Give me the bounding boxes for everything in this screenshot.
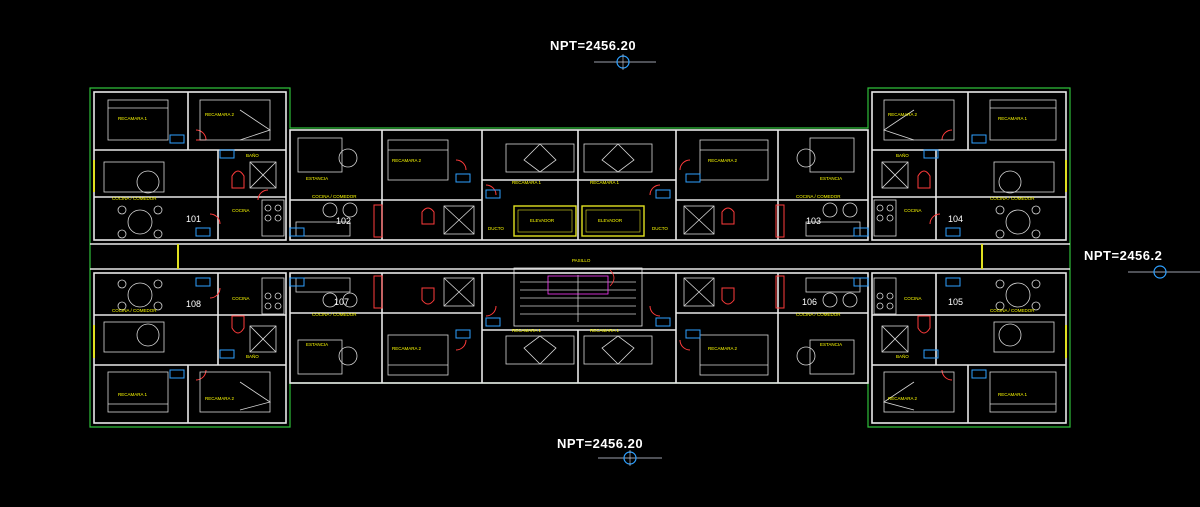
furniture-living [103,137,1055,375]
bathroom-fixtures [249,161,909,353]
unit-108: 108 [186,299,201,309]
label-recamara-103: RECAMARA 2 [708,158,738,163]
label-cocina-108: COCINA [232,296,250,301]
label-ducto-a: DUCTO [488,226,504,231]
label-comedor-103: COCINA / COMEDOR [796,194,841,199]
label-ducto-b: DUCTO [652,226,668,231]
label-estancia-106: ESTANCIA [820,342,842,347]
furniture-beds [107,99,1057,413]
label-recamara-106: RECAMARA 2 [708,346,738,351]
label-comedor-a: COCINA / COMEDOR [112,196,157,201]
kitchens [261,199,897,315]
label-recamara1-108: RECAMARA 1 [118,392,148,397]
label-cocina-104: COCINA [904,208,922,213]
label-recamara2-105: RECAMARA 2 [888,396,918,401]
label-comedor-105: COCINA / COMEDOR [990,308,1035,313]
label-comedor-106: COCINA / COMEDOR [796,312,841,317]
label-recamara-102: RECAMARA 2 [392,158,422,163]
label-bano-a: BAÑO [246,152,259,158]
label-bano-104: BAÑO [896,152,909,158]
label-cocina-105: COCINA [904,296,922,301]
level-label-top: NPT=2456.20 [550,38,637,53]
room-labels: RECAMARA 1 RECAMARA 2 COCINA / COMEDOR C… [112,112,1035,401]
unit-104: 104 [948,214,963,224]
section-markers [169,134,987,379]
walls [90,91,1070,424]
unit-105: 105 [948,297,963,307]
label-cocina-a: COCINA [232,208,250,213]
label-bano-105: BAÑO [896,353,909,359]
label-estancia-102: ESTANCIA [306,176,328,181]
unit-107: 107 [334,297,349,307]
label-estancia-103: ESTANCIA [820,176,842,181]
label-comedor-107: COCINA / COMEDOR [312,312,357,317]
label-comedor-108: COCINA / COMEDOR [112,308,157,313]
label-recamara1-a: RECAMARA 1 [118,116,148,121]
stairs [513,267,643,327]
label-recamara-mid-d: RECAMARA 1 [590,328,620,333]
label-recamara-mid-b: RECAMARA 1 [590,180,620,185]
label-recamara-mid-a: RECAMARA 1 [512,180,542,185]
level-label-bottom: NPT=2456.20 [557,436,644,451]
level-marker-right [1128,265,1200,279]
label-elevador-a: ELEVADOR [530,218,555,223]
level-marker-bottom [598,450,662,466]
doors [195,129,953,381]
label-recamara1-104: RECAMARA 1 [998,116,1028,121]
label-recamara-104: RECAMARA 2 [888,112,918,117]
elevators [513,205,645,237]
building-outline [89,87,1071,428]
unit-102: 102 [336,216,351,226]
corridor-windows [93,160,1067,358]
label-comedor-102: COCINA / COMEDOR [312,194,357,199]
level-label-right: NPT=2456.2 [1084,248,1163,263]
label-recamara1-105: RECAMARA 1 [998,392,1028,397]
label-recamara2-a: RECAMARA 2 [205,112,235,117]
label-recamara2-108: RECAMARA 2 [205,396,235,401]
level-marker-top [594,54,656,70]
label-bano-108: BAÑO [246,353,259,359]
label-elevador-b: ELEVADOR [598,218,623,223]
unit-106: 106 [802,297,817,307]
label-recamara-107: RECAMARA 2 [392,346,422,351]
unit-numbers: 101 102 103 104 108 107 106 105 [186,214,963,309]
unit-101: 101 [186,214,201,224]
label-comedor-104: COCINA / COMEDOR [990,196,1035,201]
unit-103: 103 [806,216,821,226]
label-estancia-107: ESTANCIA [306,342,328,347]
label-pasillo: PASILLO [572,258,591,263]
label-recamara-mid-c: RECAMARA 1 [512,328,542,333]
